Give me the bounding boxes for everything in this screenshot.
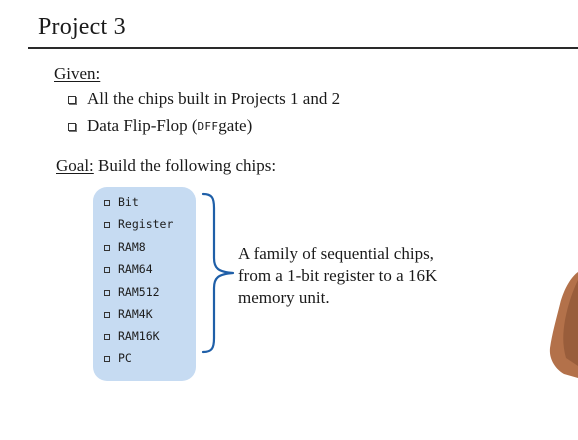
description-line-1: A family of sequential chips, xyxy=(238,244,434,263)
chip-item-register: Register xyxy=(104,217,173,231)
slide-title: Project 3 xyxy=(38,14,126,40)
chip-name: Register xyxy=(118,217,174,231)
given-item-2: Data Flip-Flop (DFF gate) xyxy=(68,116,252,136)
chip-family-description: A family of sequential chips, from a 1-b… xyxy=(238,243,437,309)
chip-name: RAM4K xyxy=(118,307,153,321)
goal-label: Goal: xyxy=(56,156,94,175)
chip-item-pc: PC xyxy=(104,351,132,365)
chip-item-ram16k: RAM16K xyxy=(104,329,160,343)
square-bullet-icon xyxy=(104,222,110,228)
description-line-3: memory unit. xyxy=(238,288,330,307)
given-item-text-before: Data Flip-Flop ( xyxy=(87,116,198,135)
chip-name: RAM8 xyxy=(118,240,146,254)
square-bullet-icon xyxy=(104,200,110,206)
square-bullet-icon xyxy=(104,290,110,296)
square-bullet-icon xyxy=(104,267,110,273)
square-bullet-icon xyxy=(68,96,76,104)
square-bullet-icon xyxy=(104,312,110,318)
given-item-text: All the chips built in Projects 1 and 2 xyxy=(87,89,341,108)
chip-item-ram8: RAM8 xyxy=(104,240,146,254)
chip-name: Bit xyxy=(118,195,139,209)
goal-line: Goal: Build the following chips: xyxy=(56,156,276,176)
presenter-hand-image xyxy=(549,272,578,378)
square-bullet-icon xyxy=(104,245,110,251)
chip-item-bit: Bit xyxy=(104,195,139,209)
given-item-1: All the chips built in Projects 1 and 2 xyxy=(68,89,340,109)
dff-code: DFF xyxy=(197,119,219,133)
square-bullet-icon xyxy=(104,334,110,340)
title-divider xyxy=(28,47,578,49)
chip-name: RAM512 xyxy=(118,285,160,299)
curly-brace-icon xyxy=(201,192,235,354)
chip-item-ram64: RAM64 xyxy=(104,262,153,276)
chip-name: PC xyxy=(118,351,132,365)
given-item-text-after: gate) xyxy=(218,116,253,135)
square-bullet-icon xyxy=(104,356,110,362)
square-bullet-icon xyxy=(68,123,76,131)
chip-item-ram512: RAM512 xyxy=(104,285,160,299)
chip-list-box xyxy=(93,187,196,381)
goal-text: Build the following chips: xyxy=(98,156,277,175)
given-label: Given: xyxy=(54,64,101,83)
chip-name: RAM16K xyxy=(118,329,160,343)
description-line-2: from a 1-bit register to a 16K xyxy=(238,266,438,285)
chip-name: RAM64 xyxy=(118,262,153,276)
chip-item-ram4k: RAM4K xyxy=(104,307,153,321)
